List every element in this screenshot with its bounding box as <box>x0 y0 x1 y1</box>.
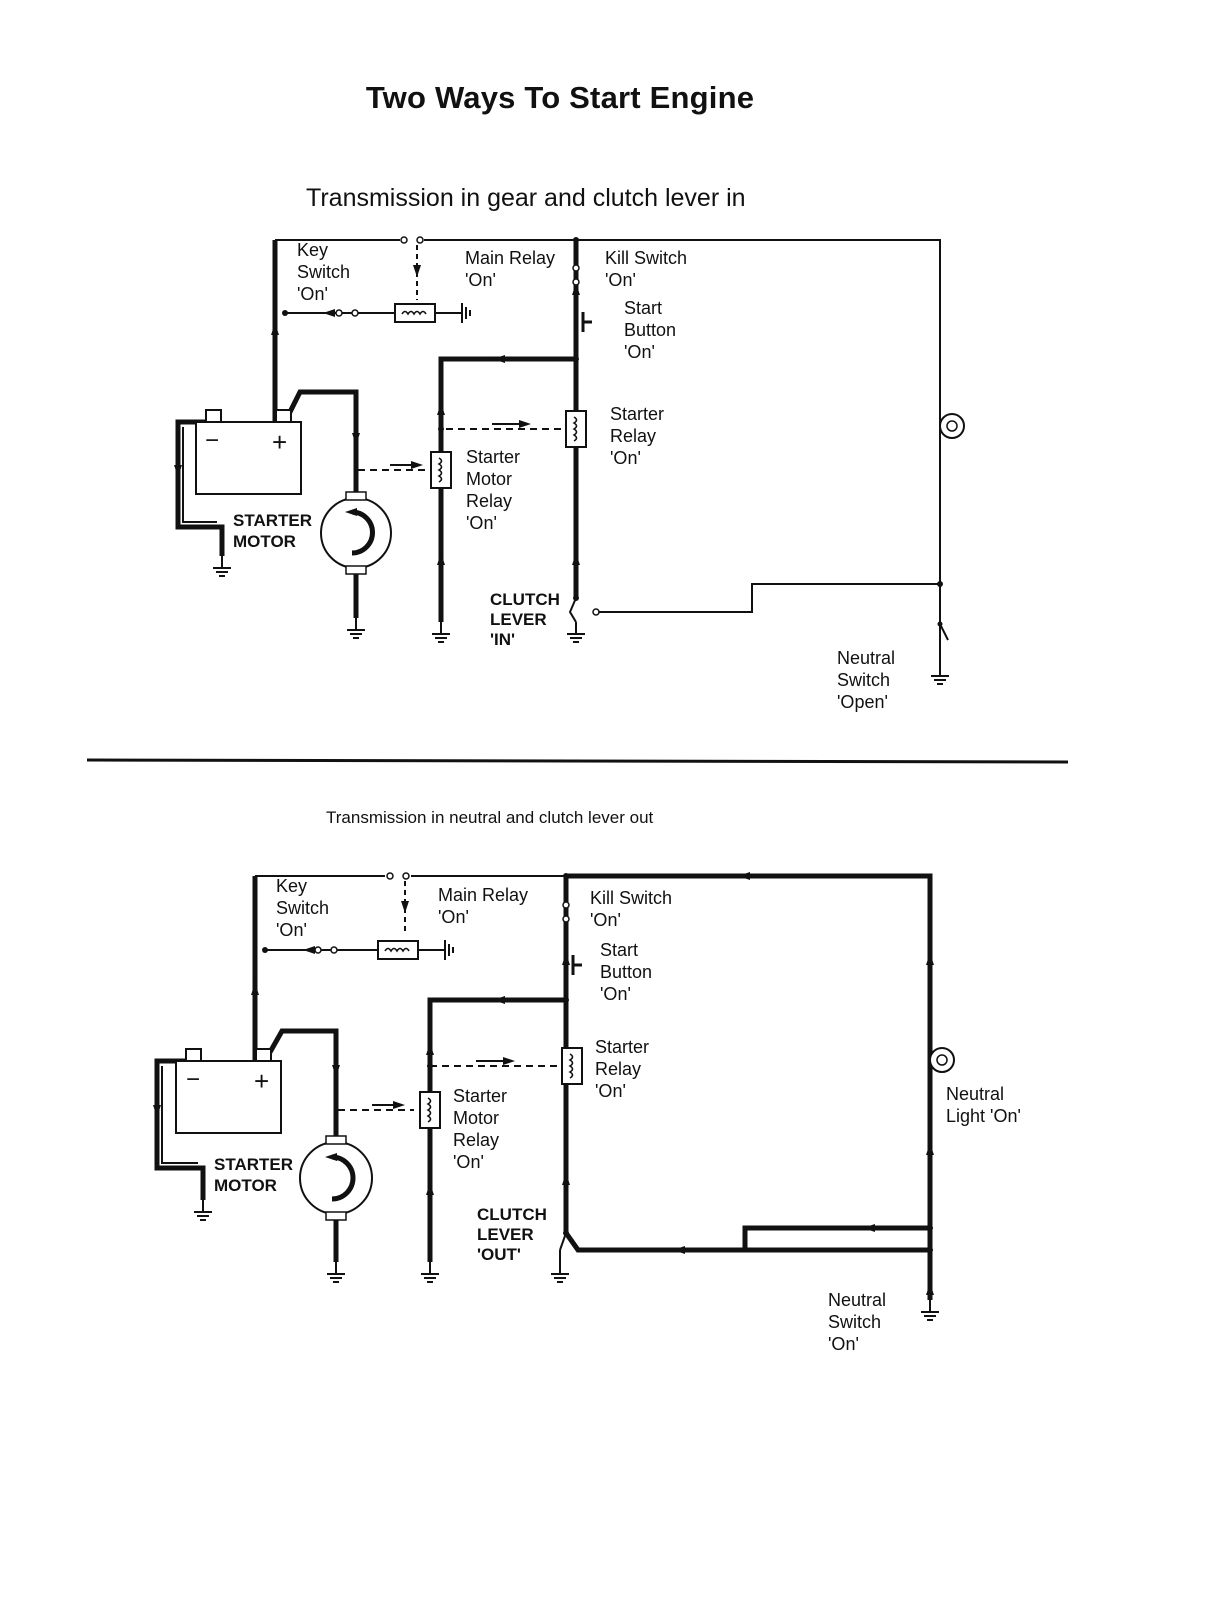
diagram2-main-relay-label: Main Relay 'On' <box>438 885 533 927</box>
diagram1-starter-motor-label: STARTER MOTOR <box>233 511 317 551</box>
diagram2-battery-plus: + <box>254 1066 269 1096</box>
diagram1-battery-plus: + <box>272 427 287 457</box>
diagram2-neutral-light-icon <box>929 1047 955 1073</box>
diagram1-neutral-light-icon <box>939 413 965 439</box>
diagram2-starter-motor-label: STARTER MOTOR <box>214 1155 298 1195</box>
diagram2-key-switch-label: Key Switch 'On' <box>276 876 334 940</box>
diagram1-neutral-switch-label: Neutral Switch 'Open' <box>837 648 900 712</box>
diagram1-kill-switch-label: Kill Switch 'On' <box>605 248 692 290</box>
diagram2-battery-minus: − <box>186 1066 200 1093</box>
diagram1-battery <box>195 421 302 495</box>
diagram1-battery-minus: − <box>205 427 219 454</box>
diagram-in-gear: Transmission in gear and clutch lever in <box>174 184 965 712</box>
diagram2-start-button-label: Start Button 'On' <box>600 940 657 1004</box>
diagram2-kill-switch-label: Kill Switch 'On' <box>590 888 677 930</box>
diagram2-neutral-switch-label: Neutral Switch 'On' <box>828 1290 891 1354</box>
page-title: Two Ways To Start Engine <box>365 80 755 115</box>
diagram2-battery <box>175 1060 282 1134</box>
diagram2-neutral-light-label: Neutral Light 'On' <box>946 1084 1021 1126</box>
diagram2-starter-motor-relay-label: Starter Motor Relay 'On' <box>453 1086 512 1172</box>
diagram2-clutch-lever-label: CLUTCH LEVER 'OUT' <box>477 1205 552 1264</box>
diagram2-subtitle: Transmission in neutral and clutch lever… <box>326 808 654 827</box>
diagram1-main-relay-label: Main Relay 'On' <box>465 248 560 290</box>
diagram1-clutch-lever-label: CLUTCH LEVER 'IN' <box>490 590 565 649</box>
diagram2-starter-relay-label: Starter Relay 'On' <box>595 1037 654 1101</box>
section-divider <box>86 758 1069 764</box>
diagram1-starter-relay-label: Starter Relay 'On' <box>610 404 669 468</box>
diagram1-starter-motor-relay-label: Starter Motor Relay 'On' <box>466 447 525 533</box>
diagram1-thin-wires <box>275 239 941 640</box>
diagram-neutral: Transmission in neutral and clutch lever… <box>153 808 1021 1354</box>
diagram1-start-button-label: Start Button 'On' <box>624 298 681 362</box>
diagram1-key-switch-label: Key Switch 'On' <box>297 240 355 304</box>
diagram1-subtitle: Transmission in gear and clutch lever in <box>306 184 746 212</box>
diagram2-starter-motor <box>299 1141 373 1215</box>
